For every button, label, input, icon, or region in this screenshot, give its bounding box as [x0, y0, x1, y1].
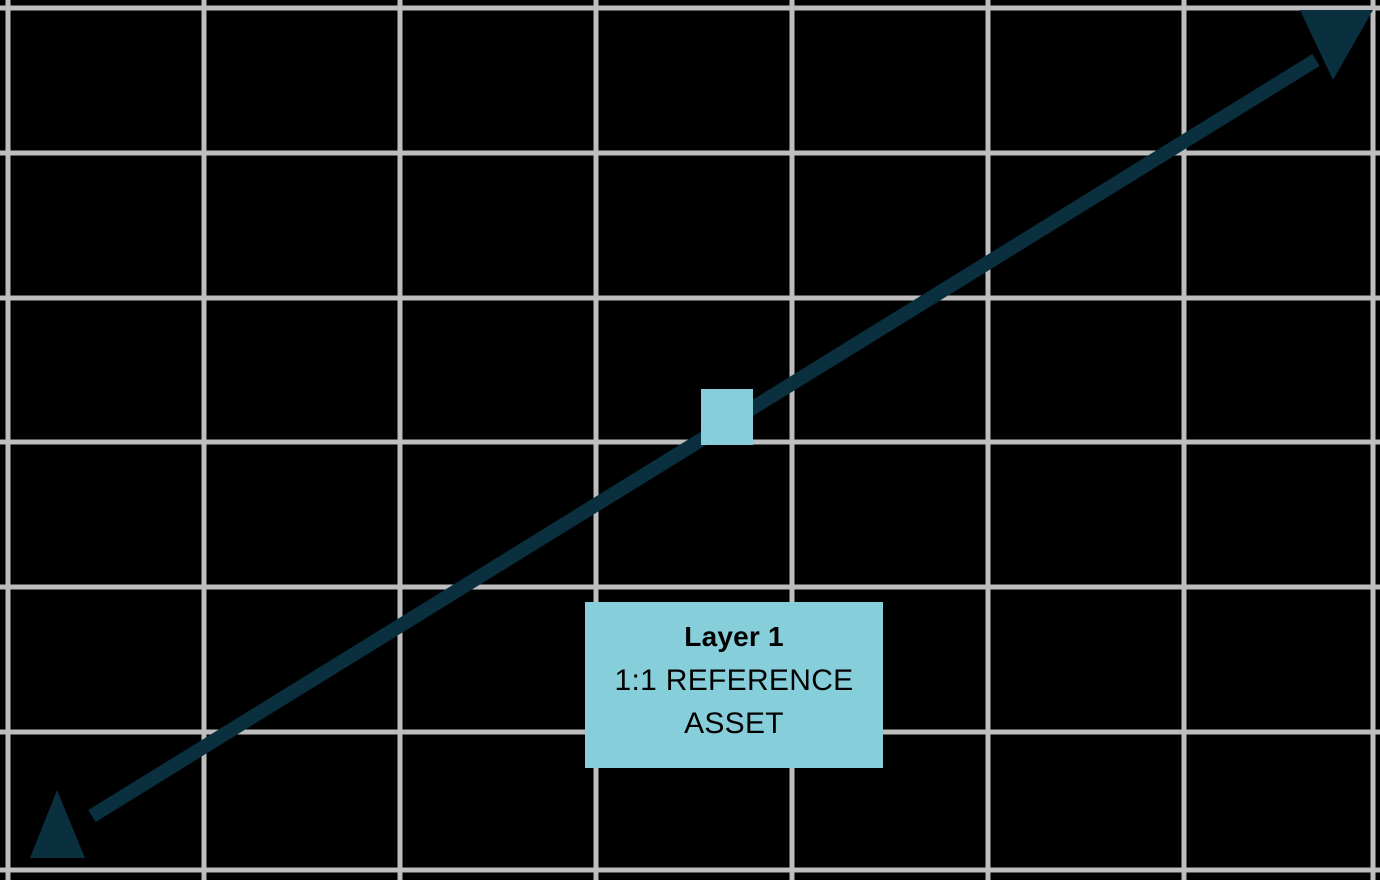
arrow-head-up-right-icon [1300, 10, 1373, 80]
label-card-title: Layer 1 [684, 621, 784, 653]
arrow-head-down-left-icon [30, 790, 85, 858]
layer-1-label-card[interactable]: Layer 1 1:1 REFERENCE ASSET [585, 602, 883, 768]
label-card-line-two: 1:1 REFERENCE [614, 663, 854, 697]
label-card-line-three: ASSET [684, 707, 784, 741]
reference-point-marker[interactable] [701, 389, 753, 445]
